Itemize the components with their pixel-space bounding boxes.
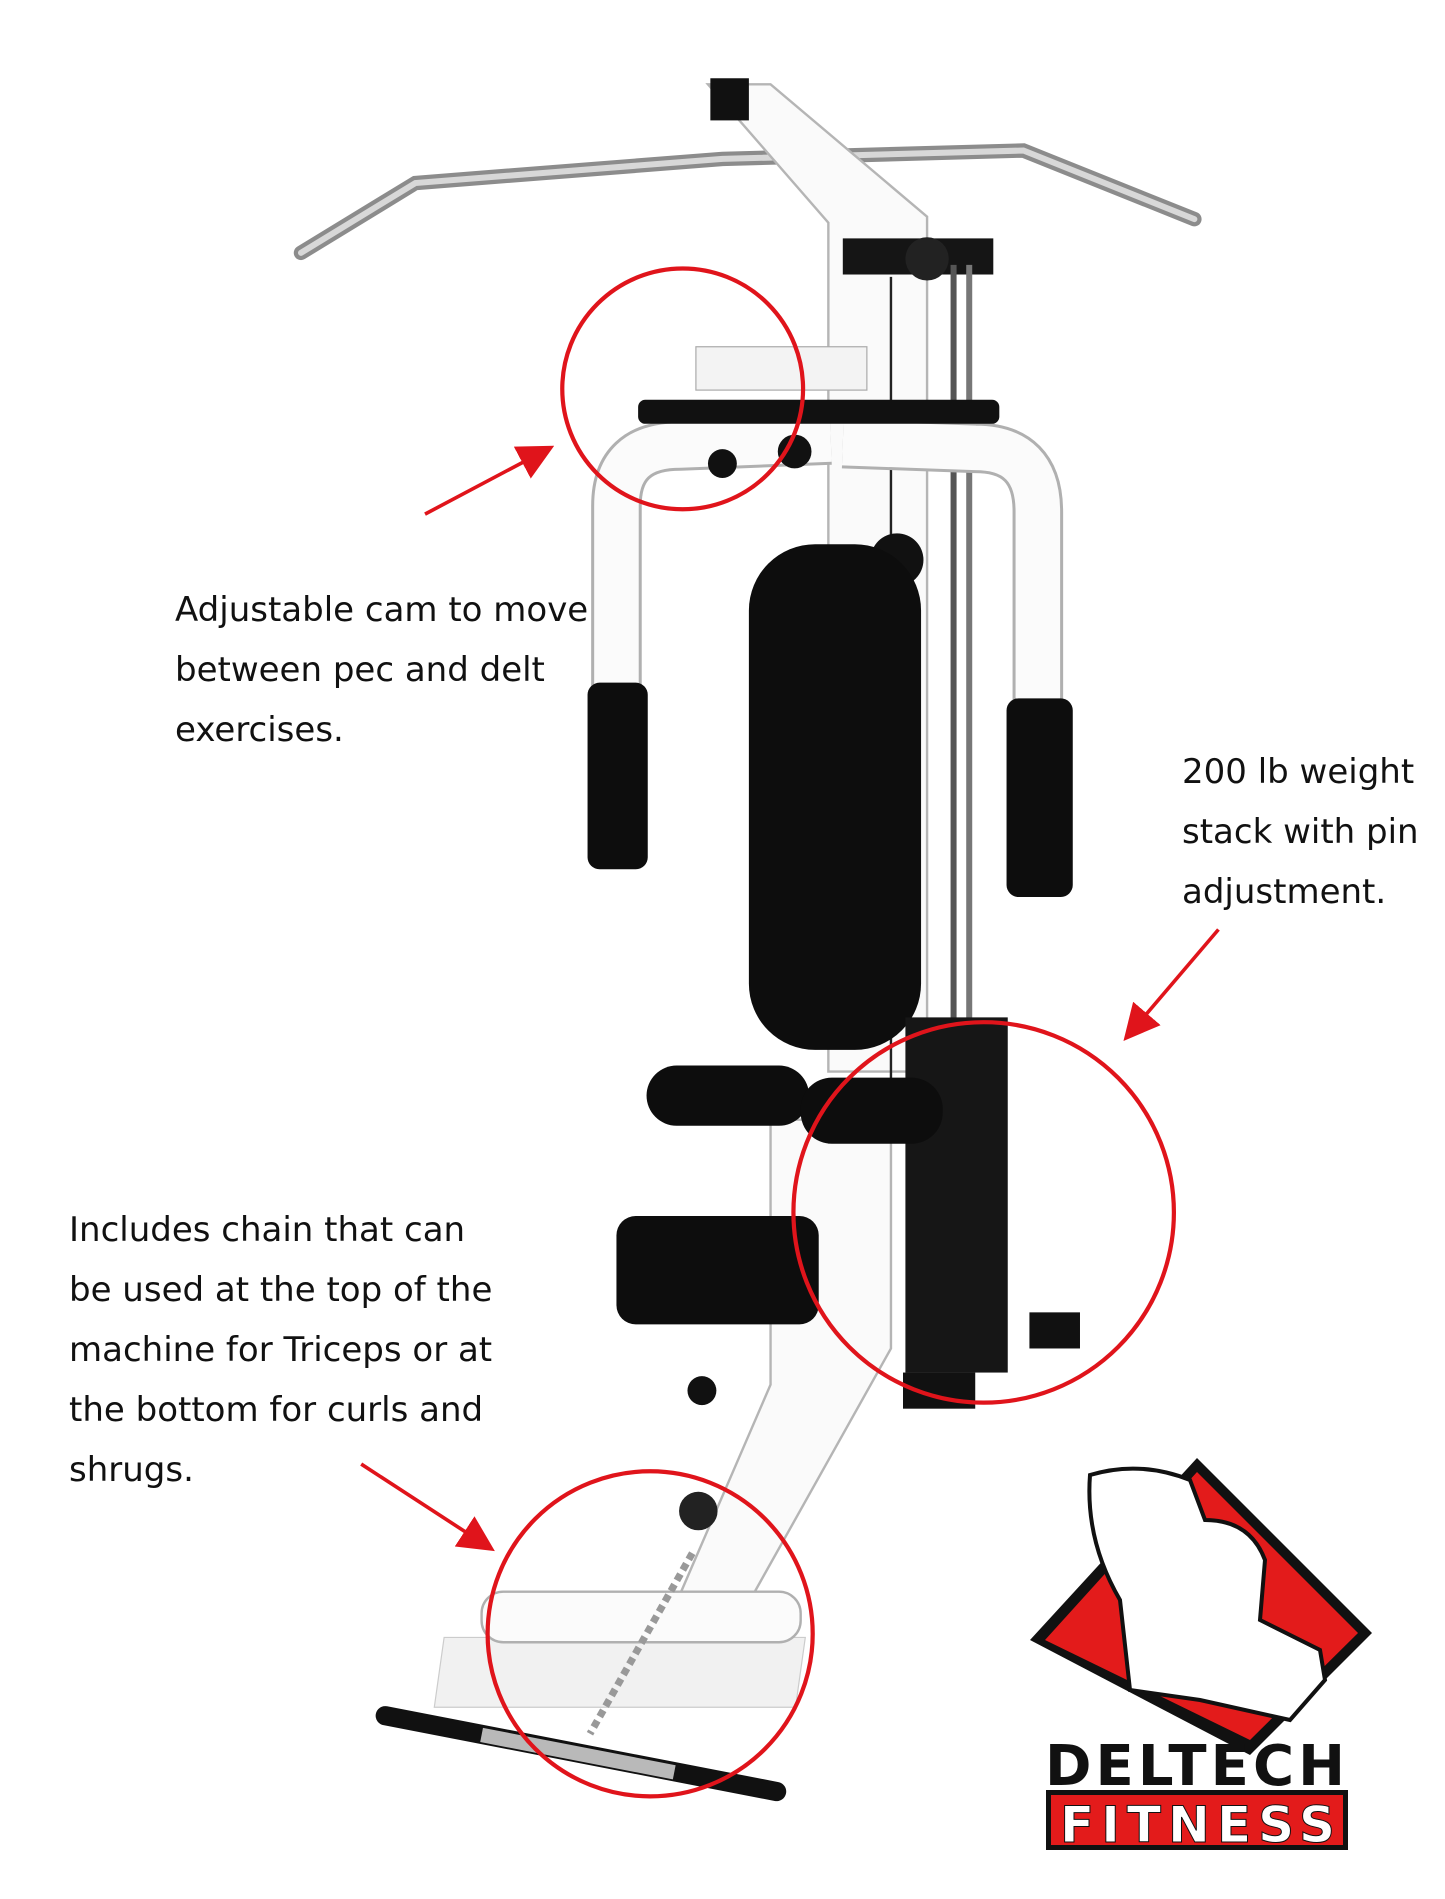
leg-roller-left [646, 1065, 810, 1126]
arrow-cam [424, 445, 555, 516]
left-pec-arm [594, 417, 832, 843]
deltech-logo: DELTECH FITNESS [1030, 1458, 1372, 1855]
annotation-chain: Includes chain that can be used at the t… [69, 1210, 493, 1490]
arrow-stack [1123, 928, 1220, 1041]
annotation-cam: Adjustable cam to move between pec and d… [175, 590, 589, 750]
left-arm-pad [587, 682, 648, 870]
svg-text:DELTECH: DELTECH [1045, 1734, 1345, 1799]
highlight-circle-chain [485, 1469, 815, 1799]
seat [616, 1216, 819, 1325]
bodybuilder-icon [1087, 1466, 1328, 1723]
arrow-chain [360, 1462, 495, 1552]
highlight-circle-stack [791, 1020, 1177, 1405]
cam-bracket [695, 346, 868, 391]
weight-stack [905, 1017, 1008, 1373]
highlight-circle-cam [560, 266, 806, 512]
svg-text:FITNESS: FITNESS [1060, 1796, 1335, 1854]
annotation-weight-stack: 200 lb weight stack with pin adjustment. [1182, 752, 1419, 912]
right-pec-arm [841, 420, 1061, 843]
right-arm-pad [1006, 698, 1073, 897]
back-pad [748, 544, 922, 1050]
foot-crossbar [480, 1590, 802, 1644]
chain [586, 1551, 696, 1736]
